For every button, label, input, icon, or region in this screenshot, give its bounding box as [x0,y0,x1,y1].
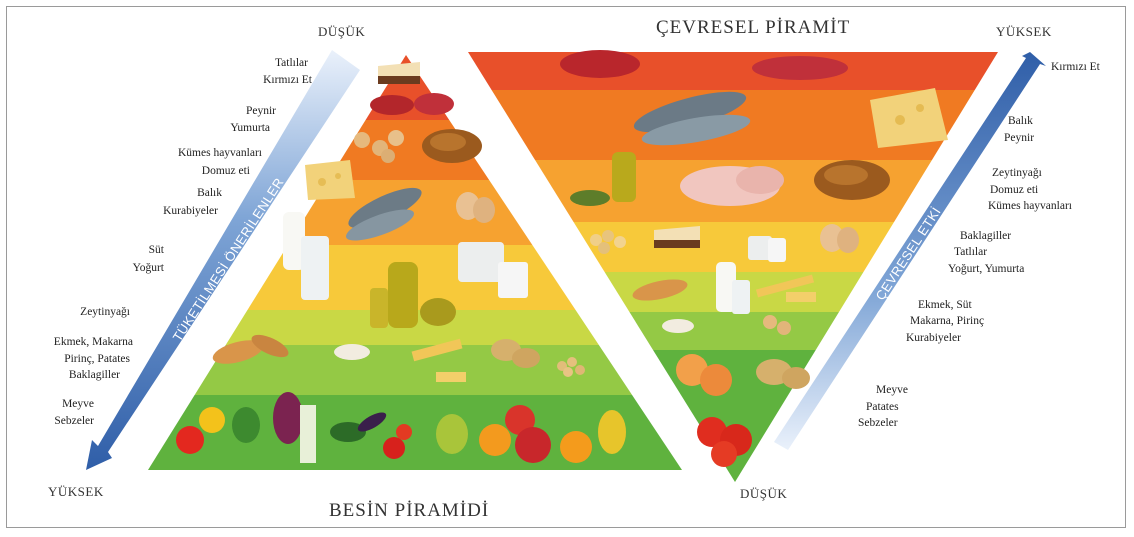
env-pyramid-title: ÇEVRESEL PİRAMİT [656,17,850,39]
food-item-label: Baklagiller [69,368,120,382]
food-item-label: Yumurta [230,121,270,135]
food-pyramid-title: BESİN PİRAMİDİ [329,500,489,522]
chicken-icon [814,160,890,200]
food-item-label: Kurabiyeler [163,204,218,218]
env-top-label: YÜKSEK [996,24,1052,40]
env-item-label: Balık [1008,114,1033,128]
food-item-label: Meyve [62,397,94,411]
food-bottom-label: YÜKSEK [48,484,104,500]
food-item-label: Domuz eti [202,164,250,178]
env-item-label: Sebzeler [858,416,898,430]
food-item-label: Ekmek, Makarna [54,335,133,349]
env-item-label: Patates [866,400,899,414]
env-item-label: Kümes hayvanları [988,199,1072,213]
food-item-label: Zeytinyağı [80,305,130,319]
food-item-label: Peynir [246,104,276,118]
env-item-label: Yoğurt, Yumurta [948,262,1024,276]
env-item-label: Zeytinyağı [992,166,1042,180]
chicken-icon [422,129,482,163]
cake-icon [378,62,420,84]
food-item-label: Kümes hayvanları [178,146,262,160]
cheese-icon [305,160,355,200]
food-item-label: Pirinç, Patates [64,352,130,366]
env-item-label: Kurabiyeler [906,331,961,345]
food-top-label: DÜŞÜK [318,24,365,40]
env-item-label: Meyve [876,383,908,397]
food-item-label: Sebzeler [54,414,94,428]
food-item-label: Yoğurt [133,261,164,275]
env-item-label: Peynir [1004,131,1034,145]
rice-icon [334,344,370,360]
env-bottom-label: DÜŞÜK [740,486,787,502]
env-item-label: Domuz eti [990,183,1038,197]
env-item-label: Baklagiller [960,229,1011,243]
env-item-label: Makarna, Pirinç [910,314,984,328]
env-item-label: Kırmızı Et [1051,60,1100,74]
env-item-label: Tatlılar [954,245,987,259]
food-item-label: Kırmızı Et [263,73,312,87]
env-item-label: Ekmek, Süt [918,298,972,312]
food-item-label: Balık [197,186,222,200]
food-item-label: Tatlılar [275,56,308,70]
food-item-label: Süt [149,243,164,257]
rice-icon [662,319,694,333]
yogurt-icon [748,236,786,262]
